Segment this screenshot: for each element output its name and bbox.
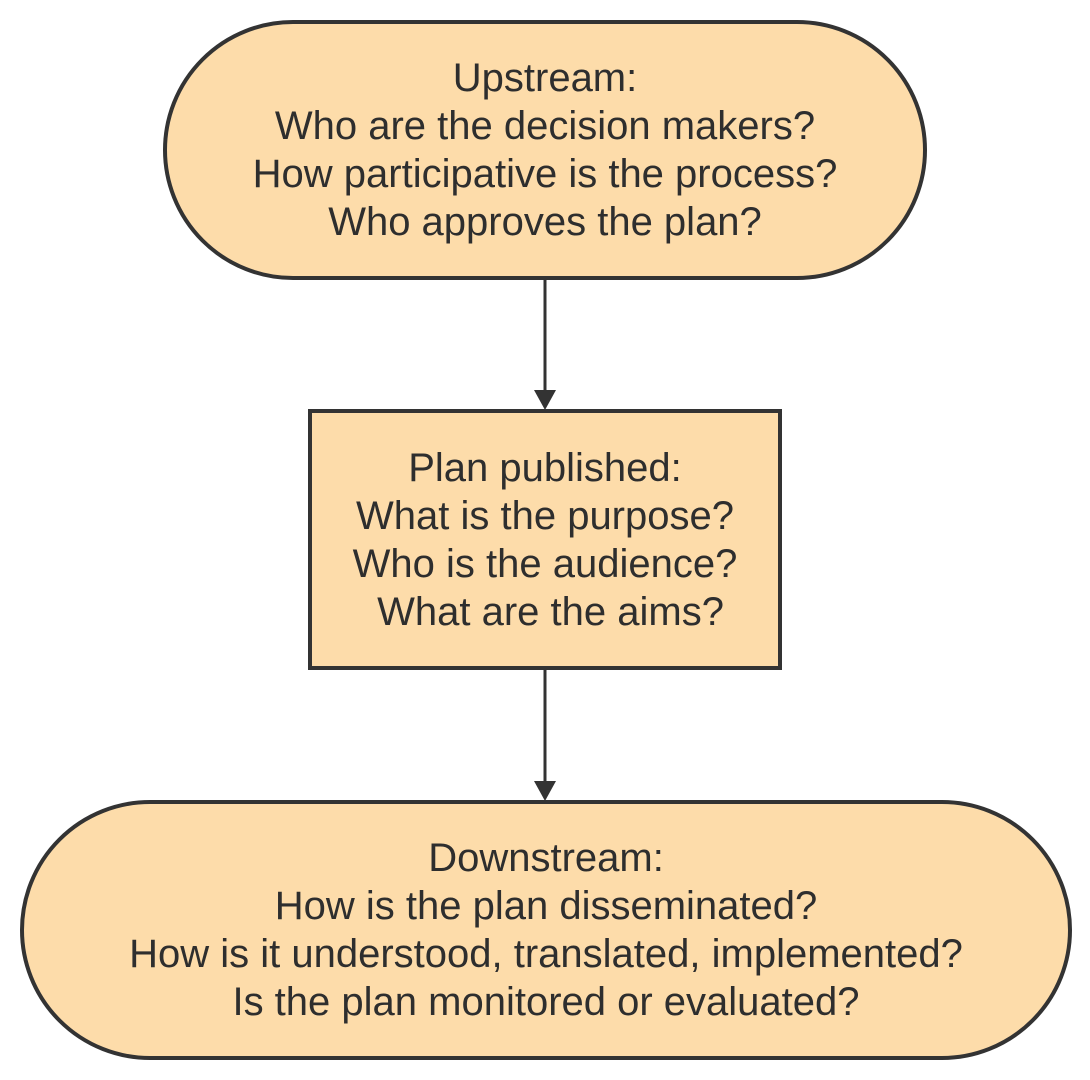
node-line: How is the plan disseminated? <box>274 884 818 928</box>
node-line: How participative is the process? <box>252 152 838 196</box>
node-line: Who are the decision makers? <box>274 104 816 148</box>
edge-upstream-to-plan <box>534 280 556 410</box>
node-line: What is the purpose? <box>356 493 734 538</box>
arrowhead-icon <box>534 781 556 801</box>
node-plan-published: Plan published: What is the purpose? Who… <box>308 409 782 670</box>
node-upstream: Upstream: Who are the decision makers? H… <box>163 20 927 280</box>
edge-plan-to-downstream <box>534 670 556 801</box>
node-line: What are the aims? <box>366 589 724 634</box>
node-line: Who approves the plan? <box>328 200 762 244</box>
node-line: How is it understood, translated, implem… <box>129 932 963 976</box>
node-line: Who is the audience? <box>352 541 738 586</box>
node-downstream: Downstream: How is the plan disseminated… <box>20 800 1072 1060</box>
arrowhead-icon <box>534 390 556 410</box>
node-line: Is the plan monitored or evaluated? <box>232 980 860 1024</box>
node-title: Downstream: <box>428 836 664 880</box>
node-title: Plan published: <box>408 445 682 490</box>
node-title: Upstream: <box>452 56 638 100</box>
